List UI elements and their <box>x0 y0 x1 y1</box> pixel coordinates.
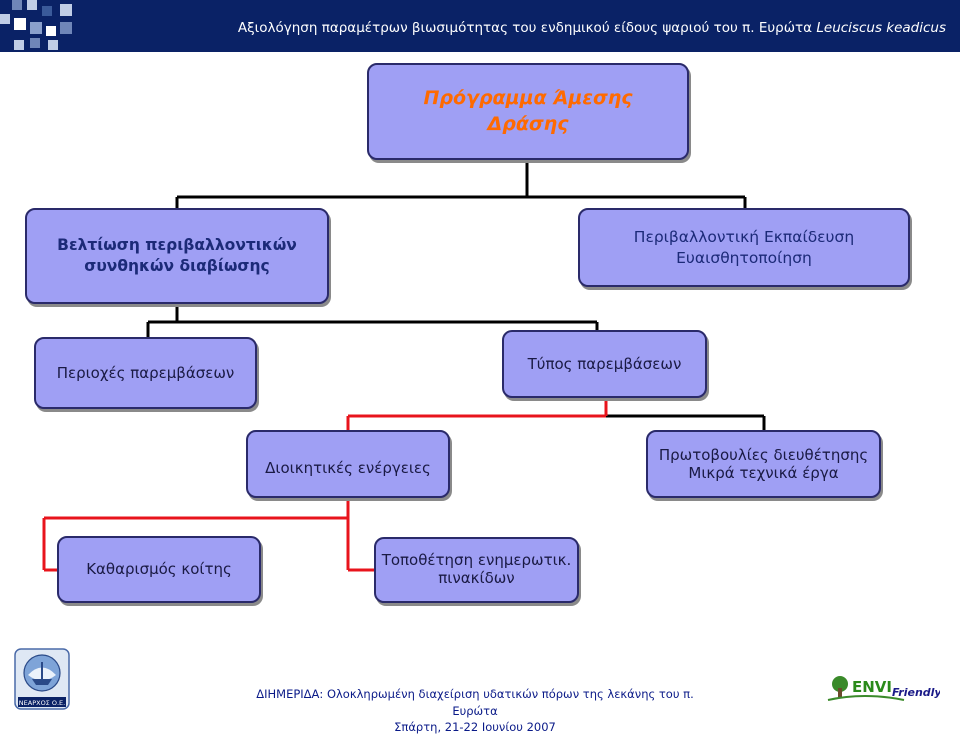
box-immediate-action-program: Πρόγραμμα Άμεσης Δράσης <box>367 63 689 160</box>
title-species: Leuciscus keadicus <box>816 20 946 36</box>
box-label: Βελτίωση περιβαλλοντικών <box>57 236 297 255</box>
header-decoration <box>0 0 72 50</box>
box-arrangement-initiatives: Πρωτοβουλίες διευθέτησης Μικρά τεχνικά έ… <box>646 430 881 498</box>
nearchos-logo: ΝΕΑΡΧΟΣ Ο.Ε. <box>14 648 70 710</box>
box-label: Πρωτοβουλίες διευθέτησης <box>658 446 869 464</box>
box-living-conditions: Βελτίωση περιβαλλοντικών συνθηκών διαβίω… <box>25 208 329 304</box>
box-label: Μικρά τεχνικά έργα <box>688 464 839 482</box>
box-information-signs: Τοποθέτηση ενημερωτικ. πινακίδων <box>374 537 579 603</box>
box-label: Τοποθέτηση ενημερωτικ. <box>381 551 572 569</box>
footer-text: ΔΙΗΜΕΡΙΔΑ: Ολοκληρωμένη διαχείριση υδατι… <box>245 686 705 736</box>
black-connectors <box>146 160 766 432</box>
box-label: συνθηκών διαβίωσης <box>84 257 270 275</box>
footer-line-event: ΔΙΗΜΕΡΙΔΑ: Ολοκληρωμένη διαχείριση υδατι… <box>256 687 694 718</box>
box-label: Διοικητικές ενέργειες <box>265 458 431 477</box>
box-intervention-types: Τύπος παρεμβάσεων <box>502 330 707 398</box>
envifriendly-logo: ENVI Friendly <box>824 670 940 706</box>
box-bed-cleaning: Καθαρισμός κοίτης <box>57 536 261 603</box>
box-label: Καθαρισμός κοίτης <box>86 560 232 579</box>
friendly-text: Friendly <box>892 686 940 699</box>
box-intervention-areas: Περιοχές παρεμβάσεων <box>34 337 257 409</box>
box-label: Ευαισθητοποίηση <box>676 248 812 267</box>
box-label: πινακίδων <box>438 569 515 587</box>
box-administrative-actions: Διοικητικές ενέργειες <box>246 430 450 498</box>
nearchos-logo-text: ΝΕΑΡΧΟΣ Ο.Ε. <box>19 699 65 707</box>
header-bar <box>0 0 960 52</box>
footer-line-date: Σπάρτη, 21-22 Ιουνίου 2007 <box>394 720 556 735</box>
box-label: Δράσης <box>487 112 569 135</box>
box-label: Περιβαλλοντική Εκπαίδευση <box>633 227 855 246</box>
box-label: Τύπος παρεμβάσεων <box>527 354 682 373</box>
box-environmental-education: Περιβαλλοντική Εκπαίδευση Ευαισθητοποίησ… <box>578 208 910 287</box>
envi-text: ENVI <box>852 678 892 696</box>
red-connectors <box>42 397 608 572</box>
page-title: Αξιολόγηση παραμέτρων βιωσιμότητας του ε… <box>238 20 946 36</box>
box-label: Πρόγραμμα Άμεσης <box>423 86 633 109</box>
title-text: Αξιολόγηση παραμέτρων βιωσιμότητας του ε… <box>237 20 817 36</box>
box-label: Περιοχές παρεμβάσεων <box>56 363 235 382</box>
